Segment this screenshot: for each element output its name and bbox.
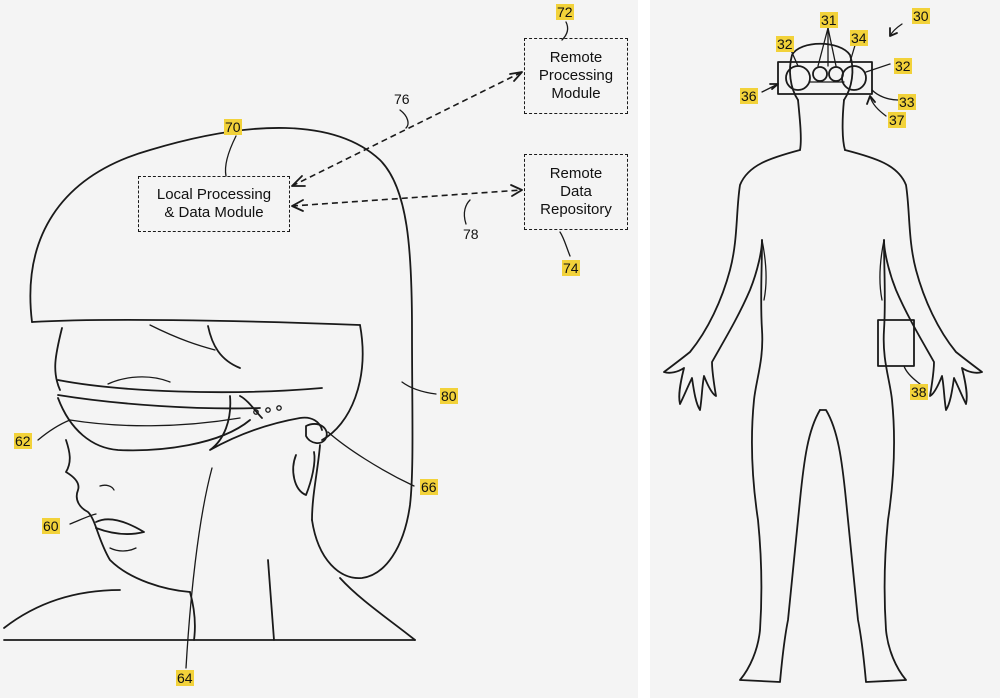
eyewear-lens [57, 397, 251, 452]
leader-66 [327, 431, 415, 487]
link-78-arrow-head-b [510, 184, 523, 197]
nostril [99, 484, 115, 491]
ref-76: 76 [394, 91, 410, 107]
eyebrow [107, 376, 171, 385]
ref-30: 30 [912, 8, 930, 24]
hair-line [207, 325, 241, 369]
head-device-camera-1 [812, 66, 828, 82]
lips [95, 518, 145, 535]
leader-36-arrow [769, 83, 779, 90]
helmet-brim [31, 318, 361, 326]
ref-74: 74 [562, 260, 580, 276]
chin-line [109, 547, 137, 552]
head-mounted-system-figure: Local Processing & Data Module Remote Pr… [0, 0, 638, 698]
body-left-outline [663, 149, 801, 411]
belt-pack [877, 319, 915, 367]
ref-38: 38 [910, 384, 928, 400]
ref-32-left: 32 [776, 36, 794, 52]
ref-80: 80 [440, 388, 458, 404]
leader-64 [185, 467, 213, 669]
body-worn-system-figure: 30 31 32 34 32 36 33 37 38 [650, 0, 1000, 698]
ref-72: 72 [556, 4, 574, 20]
leader-60 [69, 513, 97, 525]
leader-76 [399, 109, 409, 129]
face-profile [65, 439, 191, 593]
body-head [789, 42, 854, 101]
link-76-arrow-head-b [509, 71, 523, 82]
leader-74 [559, 231, 571, 257]
hair-strand [149, 324, 216, 351]
leader-31c [827, 27, 837, 67]
link-76-arrow-head-a [291, 175, 306, 187]
ref-32-right: 32 [894, 58, 912, 74]
head-outline [54, 327, 63, 391]
eyewear-button-2 [265, 407, 271, 413]
shoulder-line [3, 589, 121, 629]
remote-data-repository-box: Remote Data Repository [524, 154, 628, 230]
body-left-arm-inner [761, 239, 767, 301]
helmet-inner-edge [321, 324, 364, 441]
eyewear-frame-top [57, 379, 323, 394]
ref-33: 33 [898, 94, 916, 110]
ref-37: 37 [888, 112, 906, 128]
local-processing-module-box: Local Processing & Data Module [138, 176, 290, 232]
ref-66: 66 [420, 479, 438, 495]
eyewear-button-1 [253, 409, 259, 415]
link-78-line [291, 189, 523, 207]
body-right-outline [844, 149, 983, 411]
ref-62: 62 [14, 433, 32, 449]
leader-31a [817, 27, 829, 67]
eyewear-temple-arm [209, 395, 323, 451]
helmet-outline [29, 127, 414, 579]
eyewear-lens-inner [69, 417, 241, 427]
ref-34: 34 [850, 30, 868, 46]
leader-70 [224, 135, 237, 177]
helmet-ear-edge [311, 444, 321, 521]
ref-31: 31 [820, 12, 838, 28]
collar-line [339, 577, 416, 641]
leader-32b [865, 63, 891, 73]
body-neck-left [797, 99, 802, 151]
ref-78: 78 [463, 226, 479, 242]
ref-36: 36 [740, 88, 758, 104]
head-device-right-lens [841, 65, 867, 91]
ref-60: 60 [42, 518, 60, 534]
body-neck-right [841, 99, 846, 151]
leader-33 [871, 89, 899, 101]
eyewear-hinge [239, 395, 263, 419]
neck-back [267, 559, 275, 641]
leader-80 [401, 381, 437, 395]
head-device-camera-2 [828, 66, 844, 82]
leader-78 [463, 199, 471, 225]
leader-62 [37, 419, 71, 441]
leader-30-arrow [889, 27, 898, 37]
remote-processing-module-box: Remote Processing Module [524, 38, 628, 114]
ref-70: 70 [224, 119, 242, 135]
eyewear-button-3 [276, 405, 282, 411]
link-76-line [291, 71, 523, 187]
link-78-arrow-head-a [291, 199, 304, 212]
body-right-torso [819, 239, 907, 683]
ear [292, 451, 316, 496]
leader-37-arrow [866, 95, 876, 105]
ref-64: 64 [176, 670, 194, 686]
body-left-torso [739, 239, 821, 683]
earbud [305, 423, 328, 444]
body-right-arm-inner [879, 239, 885, 301]
human-body-drawing [663, 23, 983, 683]
eyewear-frame-bottom [57, 394, 261, 410]
helmet-head-drawing [3, 21, 571, 669]
leader-38 [903, 365, 921, 385]
head-device-frame [777, 61, 873, 95]
